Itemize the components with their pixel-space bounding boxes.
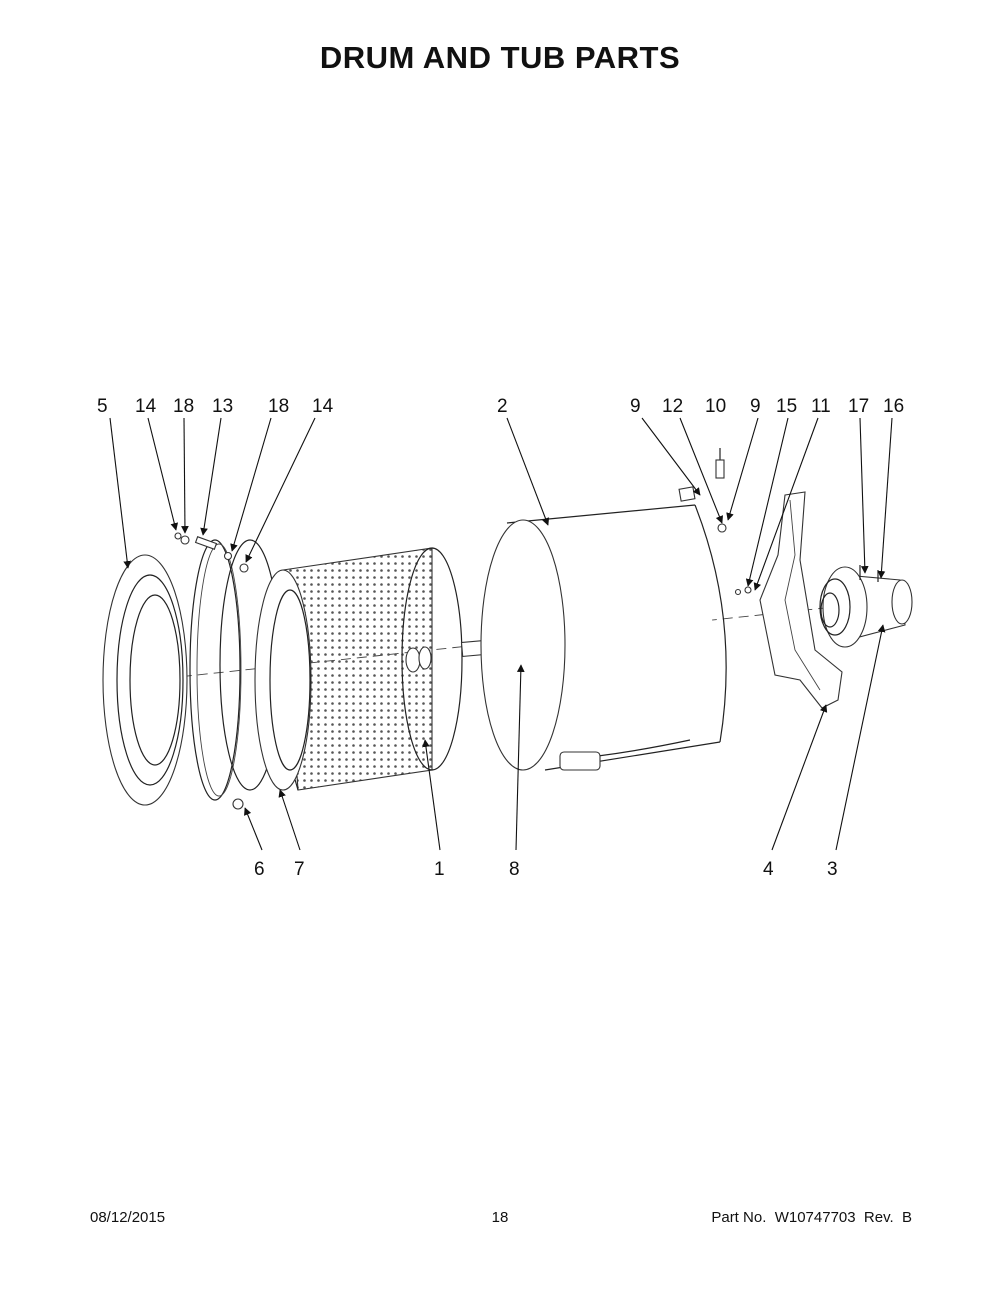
callout-label: 14 <box>312 396 334 417</box>
callout-label: 14 <box>135 396 157 417</box>
callout-label: 10 <box>705 396 726 417</box>
part-drum <box>254 547 519 791</box>
callout-label: 1 <box>434 859 445 880</box>
callout-label: 3 <box>827 859 838 880</box>
callout-label: 8 <box>509 859 520 880</box>
callout-label: 7 <box>294 859 305 880</box>
callout-label: 15 <box>776 396 797 417</box>
part-clamp-ring <box>174 532 244 810</box>
part-rear-bracket <box>734 491 843 709</box>
callout-label: 17 <box>848 396 869 417</box>
callout-labels: 5 14 18 13 18 14 2 9 12 10 9 15 11 17 16… <box>97 396 904 880</box>
footer-date: 08/12/2015 <box>90 1209 166 1226</box>
leader-lines <box>109 417 893 851</box>
page-title: DRUM AND TUB PARTS <box>319 40 681 75</box>
callout-label: 11 <box>811 396 831 417</box>
callout-label: 2 <box>497 396 508 417</box>
exploded-parts-diagram: 5 14 18 13 18 14 2 9 12 10 9 15 11 17 16… <box>97 396 913 880</box>
callout-label: 4 <box>763 859 774 880</box>
part-outer-tub <box>480 448 730 771</box>
callout-label: 6 <box>254 859 265 880</box>
part-front-cover <box>102 554 188 806</box>
footer-page-number: 18 <box>491 1209 509 1226</box>
callout-label: 9 <box>750 396 761 417</box>
footer-part-number: Part No. W10747703 Rev. B <box>711 1209 912 1226</box>
callout-label: 9 <box>630 396 641 417</box>
callout-label: 18 <box>268 396 289 417</box>
callout-label: 12 <box>662 396 683 417</box>
part-hub <box>819 565 913 648</box>
callout-label: 18 <box>173 396 194 417</box>
callout-label: 13 <box>212 396 233 417</box>
callout-label: 5 <box>97 396 108 417</box>
callout-label: 16 <box>883 396 904 417</box>
